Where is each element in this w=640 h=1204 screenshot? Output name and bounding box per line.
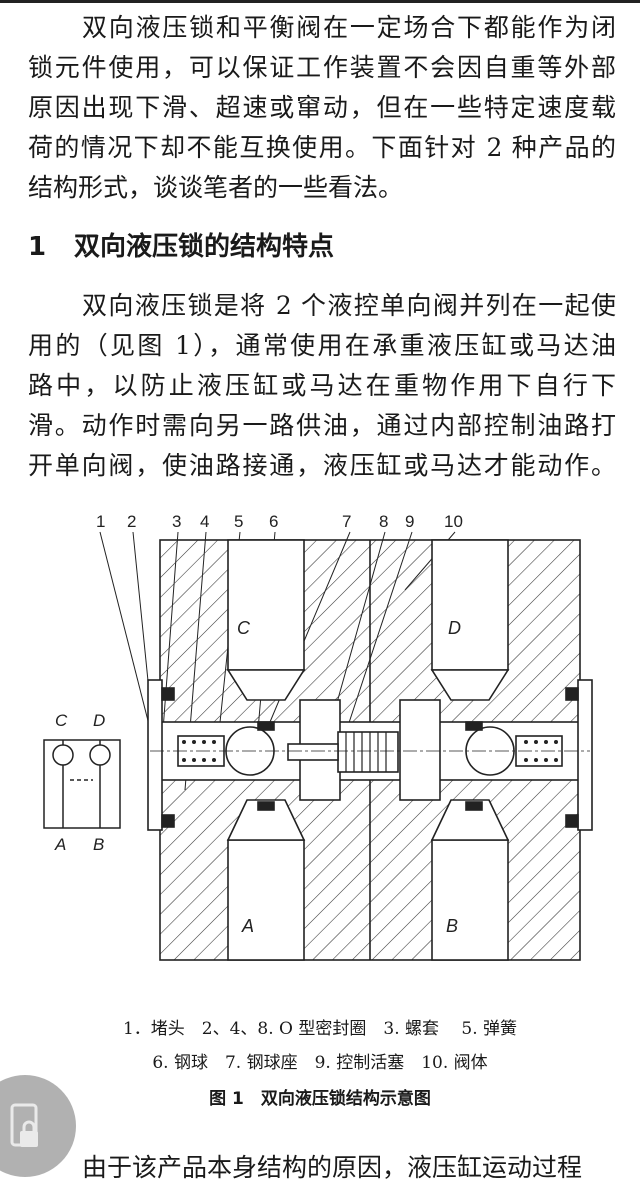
text-line: 双向液压锁是将 2 个液控单向阀并列在一起使	[82, 291, 616, 320]
section-number: 1	[28, 232, 47, 262]
port-labels: C D A B	[237, 618, 461, 936]
symbol-label-a: A	[54, 835, 66, 854]
port-label-d: D	[448, 618, 461, 638]
part-label: 4	[200, 512, 209, 531]
text-line: 荷的情况下却不能互换使用。下面针对 2 种产品的	[28, 133, 616, 162]
figure-legend-line-2: 6. 钢球 7. 钢球座 9. 控制活塞 10. 阀体	[152, 1053, 488, 1073]
text-line: 原因出现下滑、超速或窜动，但在一些特定速度载	[28, 93, 616, 122]
top-edge-bar	[0, 0, 640, 3]
figure-legend-line-1: 1．堵头 2、4、8. O 型密封圈 3. 螺套 5. 弹簧	[122, 1019, 518, 1039]
port-label-a: A	[241, 916, 254, 936]
part-label: 2	[127, 512, 136, 531]
phone-lock-icon	[10, 1103, 38, 1147]
hydraulic-symbol	[43, 739, 121, 829]
text-line: 滑。动作时需向另一路供油，通过内部控制油路打	[28, 411, 616, 440]
part-label: 6	[269, 512, 278, 531]
symbol-label-c: C	[55, 711, 68, 730]
text-line: 结构形式，谈谈笔者的一些看法。	[28, 173, 404, 202]
part-label: 1	[96, 512, 105, 531]
part-number-labels: 1 2 3 4 5 6 7 8 9 10	[96, 512, 463, 531]
screen-lock-button[interactable]	[0, 1075, 76, 1177]
hydraulic-lock-diagram: 1 2 3 4 5 6 7 8 9 10	[43, 512, 593, 961]
text-line: 双向液压锁和平衡阀在一定场合下都能作为闭	[82, 13, 616, 42]
text-line: 锁元件使用，可以保证工作装置不会因自重等外部	[28, 53, 616, 82]
symbol-label-b: B	[93, 835, 104, 854]
port-label-c: C	[237, 618, 251, 638]
part-label: 7	[342, 512, 351, 531]
part-label: 10	[444, 512, 463, 531]
part-label: 8	[379, 512, 388, 531]
symbol-label-d: D	[93, 711, 105, 730]
section-heading: 1 双向液压锁的结构特点	[28, 226, 334, 263]
text-line: 开单向阀，使油路接通，液压缸或马达才能动作。	[28, 451, 616, 480]
port-label-b: B	[446, 916, 458, 936]
text-line: 由于该产品本身结构的原因，液压缸运动过程	[82, 1153, 583, 1182]
text-line: 用的（见图 1），通常使用在承重液压缸或马达油	[28, 331, 616, 360]
valve-body	[147, 539, 593, 961]
section-title: 双向液压锁的结构特点	[74, 232, 335, 262]
part-label: 9	[405, 512, 414, 531]
figure-title: 图 1 双向液压锁结构示意图	[209, 1089, 431, 1109]
text-line: 路中，以防止液压缸或马达在重物作用下自行下	[28, 371, 616, 400]
part-label: 5	[234, 512, 243, 531]
symbol-labels: C D A B	[54, 711, 105, 854]
part-label: 3	[172, 512, 181, 531]
spring-coils	[182, 740, 558, 762]
